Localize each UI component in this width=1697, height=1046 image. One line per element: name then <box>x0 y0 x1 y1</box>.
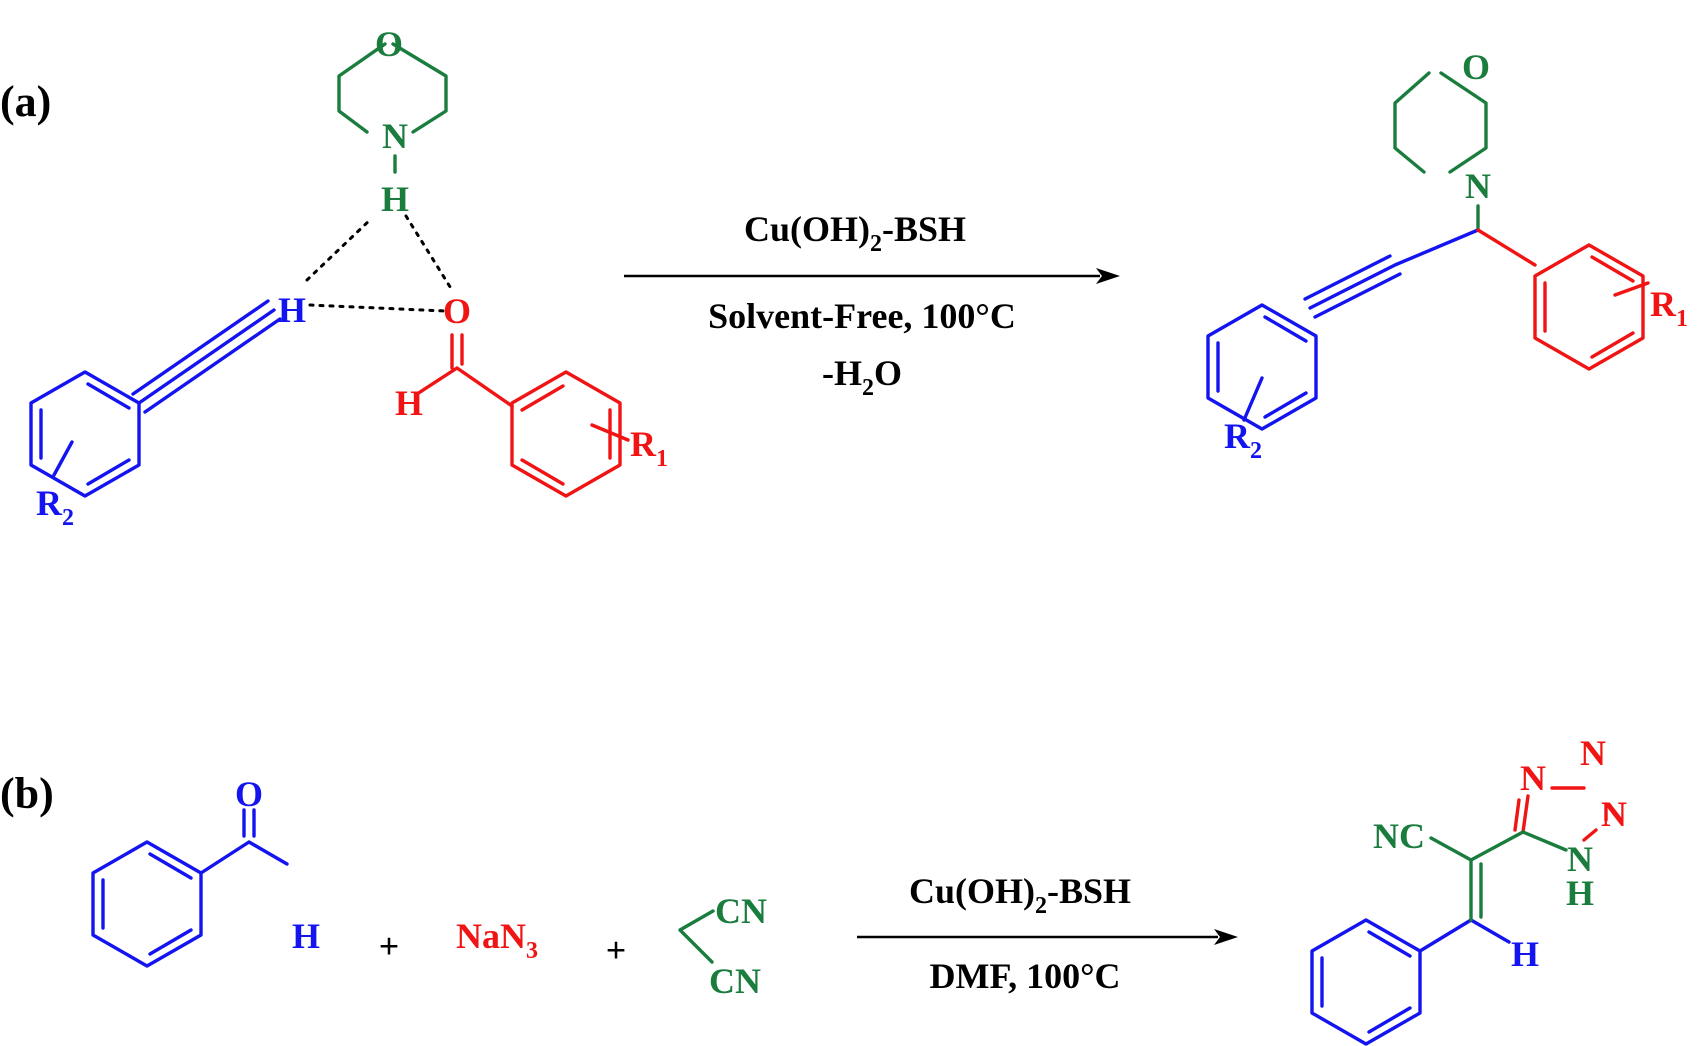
product-r1-label: R1 <box>1650 284 1688 332</box>
product-b-vinyl-hydrogen: H <box>1511 934 1539 974</box>
product-alkyne-bonds <box>1303 228 1480 319</box>
benzaldehyde-oxygen: O <box>235 774 263 814</box>
product-r2-label: R2 <box>1224 416 1262 464</box>
plus-sign-2: + <box>606 930 627 970</box>
product-b-benzene-ring <box>1310 918 1422 1046</box>
propargylamine-product: O N R2 R1 <box>1206 47 1688 464</box>
hydrogen-bond-interactions <box>305 214 454 313</box>
reaction-arrow-a: Cu(OH)2-BSH Solvent-Free, 100°C -H2O <box>624 209 1120 401</box>
morpholine-reactant: O N H <box>337 24 448 219</box>
alkyne-r2-label: R2 <box>36 483 74 531</box>
benzaldehyde-inner-bonds <box>101 852 193 956</box>
product-b-tetrazole-green-bond <box>1521 830 1568 852</box>
morpholine-ring-bonds <box>337 42 448 134</box>
malononitrile-cn-bottom: CN <box>709 961 761 1001</box>
phenylacetylene-reactant: H R2 <box>29 290 306 531</box>
morpholine-oxygen: O <box>375 24 403 64</box>
alkyne-benzene-inner-bonds <box>39 382 131 486</box>
arrow-b-head <box>1214 929 1238 945</box>
alkyne-r2-bond <box>52 440 74 477</box>
product-morpholine-nitrogen: N <box>1465 166 1491 206</box>
product-r2-bond <box>1242 376 1264 422</box>
arrow-b-catalyst: Cu(OH)2-BSH <box>909 871 1131 919</box>
malononitrile-cn-top: CN <box>715 891 767 931</box>
panel-a: (a) O N H H R2 <box>0 24 1688 531</box>
panel-b: (b) O H + NaN3 + CN CN Cu(OH)2-BSH DMF, … <box>0 733 1627 1046</box>
alkyne-h-to-carbonyl-dots <box>308 303 447 313</box>
product-morpholine-ring-bonds <box>1393 71 1488 174</box>
aldehyde-oxygen: O <box>443 291 471 331</box>
aldehyde-benzene-ring <box>510 370 622 498</box>
benzaldehyde-cho-bonds <box>199 808 289 875</box>
alkyne-h-to-nh-dots <box>305 216 374 282</box>
reaction-arrow-b: Cu(OH)2-BSH DMF, 100°C <box>857 871 1238 996</box>
malononitrile-bonds <box>678 909 715 964</box>
product-b-tetrazole-n2: N <box>1580 733 1606 773</box>
aldehyde-hydrogen: H <box>395 383 423 423</box>
product-ch-aryl-bond <box>1476 228 1537 267</box>
product-red-benzene-ring <box>1533 243 1645 371</box>
product-blue-benzene-ring <box>1206 303 1318 431</box>
alkyne-benzene-ring <box>29 370 141 498</box>
product-r1-bond <box>1613 281 1650 297</box>
tetrazole-product: H NC N N N N H <box>1310 733 1627 1046</box>
plus-sign-1: + <box>379 926 400 966</box>
product-b-tetrazole-n1: N <box>1520 758 1546 798</box>
nh-to-carbonyl-dots <box>404 214 454 292</box>
product-b-tetrazole-red-bonds <box>1513 786 1608 834</box>
panel-a-label: (a) <box>0 77 51 126</box>
product-b-tetrazole-nh-h: H <box>1566 873 1594 913</box>
benzaldehyde-reactant: O H R1 <box>395 291 668 498</box>
product-b-vinyl-bonds <box>1418 918 1511 953</box>
product-b-tetrazole-n3: N <box>1601 794 1627 834</box>
product-b-alkene-cn-bonds <box>1429 830 1525 922</box>
morpholine-nitrogen: N <box>382 116 408 156</box>
aldehyde-carbonyl-bonds <box>415 333 514 408</box>
arrow-a-head <box>1096 268 1120 284</box>
arrow-b-conditions: DMF, 100°C <box>929 956 1120 996</box>
product-b-tetrazole-nh-n: N <box>1567 839 1593 879</box>
alkyne-hydrogen: H <box>278 290 306 330</box>
panel-b-label: (b) <box>0 769 54 818</box>
product-red-benzene-inner-bonds <box>1543 255 1635 359</box>
product-b-nc-label: NC <box>1373 816 1425 856</box>
malononitrile: CN CN <box>678 891 767 1001</box>
product-morpholine-oxygen: O <box>1462 47 1490 87</box>
arrow-a-conditions: Solvent-Free, 100°C <box>708 296 1016 336</box>
aldehyde-benzene-inner-bonds <box>520 384 612 486</box>
benzaldehyde-ring <box>91 840 203 968</box>
benzaldehyde-hydrogen: H <box>292 916 320 956</box>
aldehyde-r1-label: R1 <box>630 424 668 472</box>
benzaldehyde-b: O H <box>91 774 320 968</box>
morpholine-hydrogen: H <box>381 179 409 219</box>
product-blue-benzene-inner-bonds <box>1216 315 1308 419</box>
arrow-a-catalyst: Cu(OH)2-BSH <box>744 209 966 257</box>
arrow-a-byproduct: -H2O <box>822 353 902 401</box>
sodium-azide: NaN3 <box>456 916 538 964</box>
product-b-tetrazole-ring-close <box>1582 828 1598 842</box>
product-b-benzene-inner-bonds <box>1320 930 1412 1034</box>
alkyne-triple-bond <box>131 299 282 414</box>
aldehyde-r1-bond <box>590 423 630 442</box>
